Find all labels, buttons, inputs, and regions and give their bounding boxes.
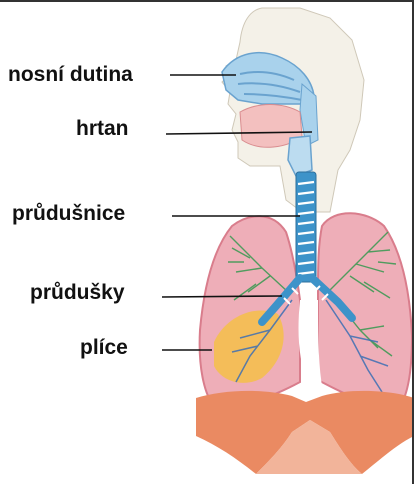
- label-bronchi: průdušky: [30, 282, 125, 303]
- label-larynx: hrtan: [76, 118, 129, 139]
- label-lungs: plíce: [80, 337, 128, 358]
- leader-line-bronchi: [162, 296, 282, 297]
- label-nasal-cavity: nosní dutina: [8, 64, 133, 85]
- trachea-shape: [296, 172, 316, 282]
- label-trachea: průdušnice: [12, 203, 125, 224]
